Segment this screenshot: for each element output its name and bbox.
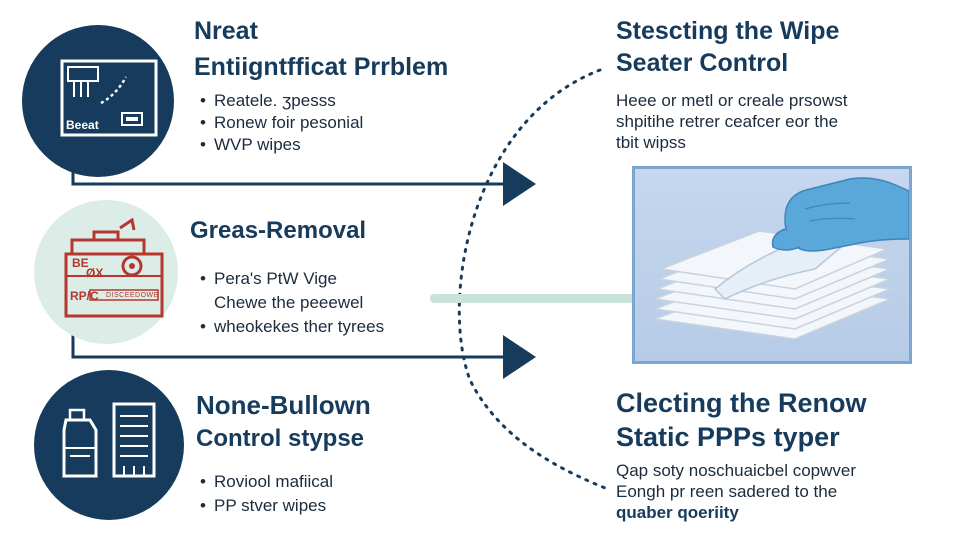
right-section1-title-line2: Seater Control — [616, 49, 789, 77]
list-item: Ronew foir pesonial — [198, 112, 363, 134]
list-item: PP stver wipes — [198, 494, 333, 518]
section1-bullets: Reatele. ʒpesss Ronew foir pesonial WVP … — [198, 90, 363, 156]
box-icon-label: Beeat — [66, 118, 99, 132]
section1-title-line2: Entiigntfficat Prrblem — [194, 53, 449, 81]
para-line: Qap soty noschuaicbel copwver — [616, 461, 857, 480]
right-section2-title-line2: Static PPPs typer — [616, 422, 840, 452]
list-item: Pera's PtW Vige — [198, 267, 384, 291]
wipes-stack-graphic — [654, 177, 910, 340]
list-item: Roviool mafiical — [198, 470, 333, 494]
para-line: Eongh pr reen sadered to the — [616, 482, 838, 501]
section3-circle — [34, 370, 184, 520]
right-section1-title-line1: Stescting the Wipe — [616, 17, 840, 45]
section3-bullets: Roviool mafiical PP stver wipes — [198, 470, 333, 518]
right-section1-paragraph: Heee or metl or creale prsowst shpitihe … — [616, 90, 847, 153]
right-section2-title-line1: Clecting the Renow — [616, 388, 867, 418]
section1-title-line1: Nreat — [194, 17, 258, 45]
section2-bullets: Pera's PtW Vige Chewe the peeewel wheoke… — [198, 267, 384, 339]
list-item: Reatele. ʒpesss — [198, 90, 363, 112]
section3-title-line2: Control stypse — [196, 425, 365, 452]
list-item: wheokekes ther tyrees — [198, 315, 384, 339]
para-line: shpitihe retrer ceafcer eor the — [616, 112, 839, 131]
list-item: Chewe the peeewel — [214, 293, 364, 312]
para-line: Heee or metl or creale prsowst — [616, 91, 848, 110]
section2-circle — [34, 200, 178, 344]
section2-title: Greas-Removal — [190, 217, 367, 244]
container-label-top: BE — [72, 256, 89, 270]
bottle-building-icon — [62, 402, 156, 478]
para-line-bold: quaber qoeriity — [616, 503, 739, 522]
glove-wipes-illustration — [632, 166, 912, 364]
section3-title-line1: None-Bullown — [196, 390, 371, 420]
container-label-strip: DISCEEDOWE — [106, 292, 159, 299]
container-icon — [64, 218, 164, 318]
right-section2-paragraph: Qap soty noschuaicbel copwver Eongh pr r… — [616, 460, 856, 523]
para-line: tbit wipss — [616, 133, 686, 152]
section1-circle — [22, 25, 174, 177]
container-label-bottom: RP/C — [70, 289, 99, 303]
box-icon — [60, 59, 158, 137]
list-item: WVP wipes — [198, 134, 363, 156]
container-label-mid: ØX — [86, 266, 104, 280]
